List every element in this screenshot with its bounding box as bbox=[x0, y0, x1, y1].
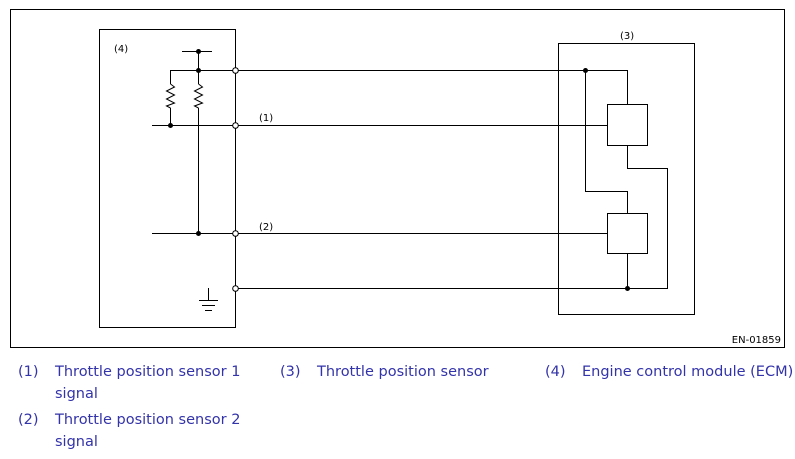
wiring-diagram: (4) (3) bbox=[10, 9, 785, 348]
figure-id: EN-01859 bbox=[732, 335, 781, 346]
sensor-element-2 bbox=[607, 213, 648, 254]
connector-terminals bbox=[232, 67, 239, 292]
resistor-1 bbox=[165, 83, 176, 109]
legend-text: Throttle position sensor 1 signal bbox=[55, 364, 241, 402]
legend-text: Throttle position sensor bbox=[317, 364, 489, 380]
sensor-element-1 bbox=[607, 104, 648, 146]
resistor-2 bbox=[193, 83, 204, 109]
diagram-border bbox=[10, 9, 785, 348]
ecm-box bbox=[99, 29, 236, 328]
legend-number: (2) bbox=[18, 412, 39, 428]
junction-dots bbox=[168, 49, 630, 291]
signal-1-label: (1) bbox=[259, 113, 273, 124]
legend-text: Engine control module (ECM) bbox=[582, 364, 794, 380]
ecm-label: (4) bbox=[114, 44, 128, 55]
signal-2-label: (2) bbox=[259, 222, 273, 233]
sensor-label: (3) bbox=[620, 31, 634, 42]
sensor-box bbox=[558, 43, 695, 315]
legend-number: (3) bbox=[280, 364, 301, 380]
wires bbox=[152, 51, 668, 300]
legend-number: (4) bbox=[545, 364, 566, 380]
legend-text: Throttle position sensor 2 signal bbox=[55, 412, 241, 450]
ground-icon bbox=[199, 300, 218, 311]
legend-number: (1) bbox=[18, 364, 39, 380]
